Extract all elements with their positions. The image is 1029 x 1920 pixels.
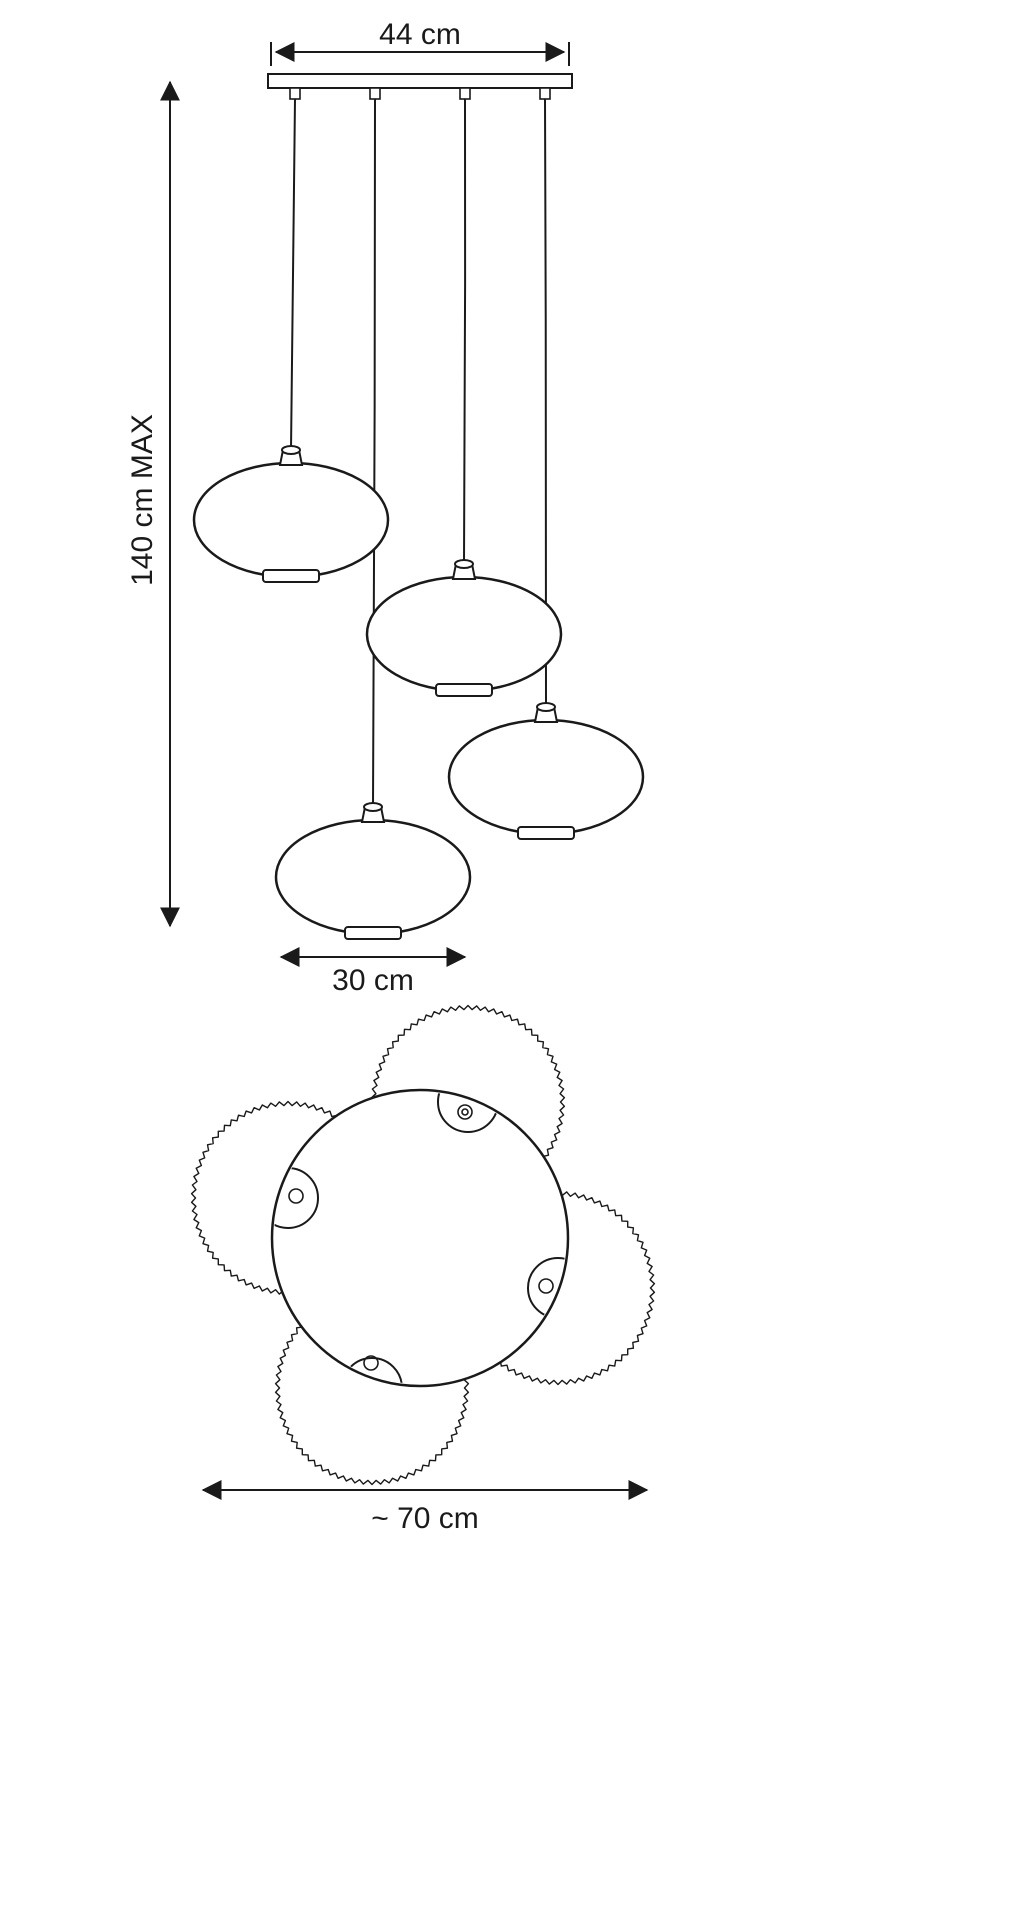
cord-connector-1 <box>289 87 301 100</box>
cord-holes-group <box>288 1104 554 1371</box>
overall-diameter-label: ~ 70 cm <box>371 1502 479 1535</box>
max-height-label: 140 cm MAX <box>126 414 159 586</box>
top-view: ~ 70 cm <box>190 1004 656 1535</box>
cord-hole-top <box>457 1104 473 1120</box>
cord-1 <box>290 98 296 451</box>
shade-width-label: 30 cm <box>332 964 414 997</box>
front-view: 44 cm 140 cm MAX 30 cm <box>126 18 645 997</box>
canopy-width-label: 44 cm <box>379 18 461 51</box>
dimension-canopy-width: 44 cm <box>270 18 570 66</box>
cord-hole-right <box>538 1278 554 1294</box>
canopy-plate <box>270 1088 570 1388</box>
shade-1 <box>192 444 390 584</box>
cord-hole-bottom <box>363 1355 379 1371</box>
shade-2 <box>365 558 563 698</box>
cord-connector-2 <box>369 87 381 100</box>
shade-cap-bottom <box>341 1357 403 1384</box>
cord-connector-3 <box>459 87 471 100</box>
ceiling-bar <box>267 73 573 89</box>
cord-hole-top-inner <box>461 1108 469 1116</box>
shade-3 <box>447 701 645 841</box>
cord-2 <box>372 98 377 808</box>
dimension-shade-width: 30 cm <box>279 947 467 997</box>
shade-4 <box>274 801 472 941</box>
cord-3 <box>463 98 467 565</box>
cord-connector-4 <box>539 87 551 100</box>
dimension-max-height: 140 cm MAX <box>126 80 180 928</box>
cord-hole-left <box>288 1188 304 1204</box>
dimension-overall-diameter: ~ 70 cm <box>201 1480 649 1535</box>
